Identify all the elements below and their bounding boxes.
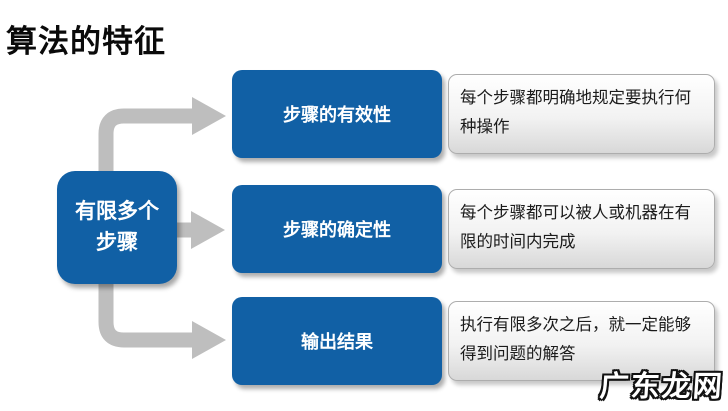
description-text: 执行有限多次之后，就一定能够得到问题的解答 — [460, 316, 691, 363]
page-title: 算法的特征 — [6, 24, 166, 60]
description-text: 每个步骤都可以被人或机器在有限的时间内完成 — [460, 204, 691, 251]
description-box-effectiveness: 每个步骤都明确地规定要执行何种操作 — [448, 74, 715, 154]
step-box-determinism: 步骤的确定性 — [232, 185, 442, 273]
source-box-finite-steps: 有限多个 步骤 — [57, 171, 177, 284]
source-box-label: 有限多个 步骤 — [75, 200, 159, 254]
watermark-site-logo: 广东龙网 — [598, 371, 725, 403]
step-box-label: 输出结果 — [301, 332, 373, 352]
step-box-label: 步骤的确定性 — [283, 220, 391, 240]
step-box-effectiveness: 步骤的有效性 — [232, 70, 442, 158]
step-box-label: 步骤的有效性 — [283, 105, 391, 125]
arrow-bottom-connector — [98, 230, 226, 359]
description-text: 每个步骤都明确地规定要执行何种操作 — [460, 89, 691, 136]
description-box-determinism: 每个步骤都可以被人或机器在有限的时间内完成 — [448, 189, 715, 269]
step-box-output: 输出结果 — [232, 297, 442, 385]
arrow-top-connector — [98, 97, 226, 250]
description-box-output: 执行有限多次之后，就一定能够得到问题的解答 — [448, 301, 715, 381]
